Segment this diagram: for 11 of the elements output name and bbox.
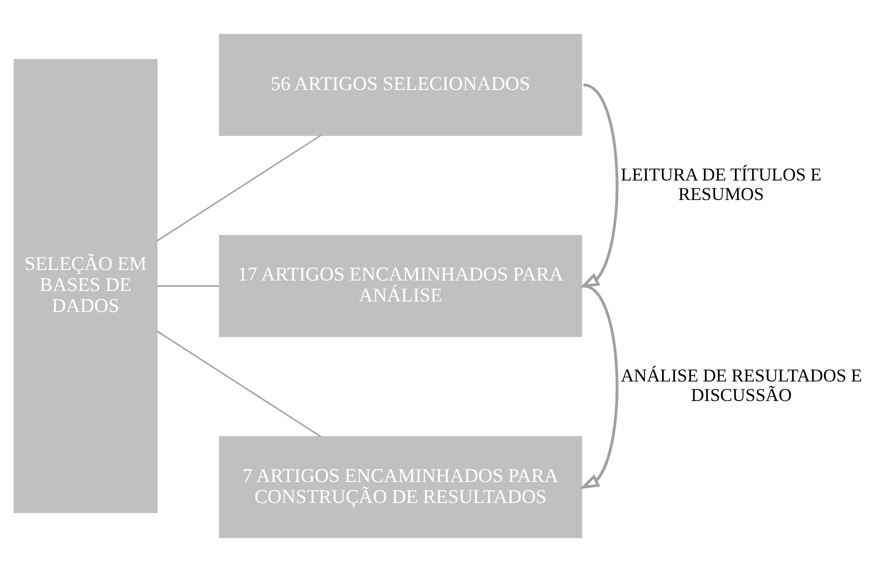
node-box: 7 ARTIGOS ENCAMINHADOS PARA CONSTRUÇÃO DE RESULTADOS	[218, 436, 582, 538]
node-box: 17 ARTIGOS ENCAMINHADOS PARA ANÁLISE	[218, 235, 582, 337]
node-box: SELEÇÃO EM BASES DE DADOS	[14, 59, 158, 513]
arrow	[580, 84, 618, 288]
edge-label: LEITURA DE TÍTULOS E RESUMOS	[620, 164, 822, 204]
connector	[156, 330, 322, 438]
connector	[156, 134, 322, 242]
node-box: 56 ARTIGOS SELECIONADOS	[218, 34, 582, 136]
edge-label: ANÁLISE DE RESULTADOS E DISCUSSÃO	[620, 366, 862, 406]
arrow	[580, 284, 618, 489]
connector	[157, 285, 220, 287]
